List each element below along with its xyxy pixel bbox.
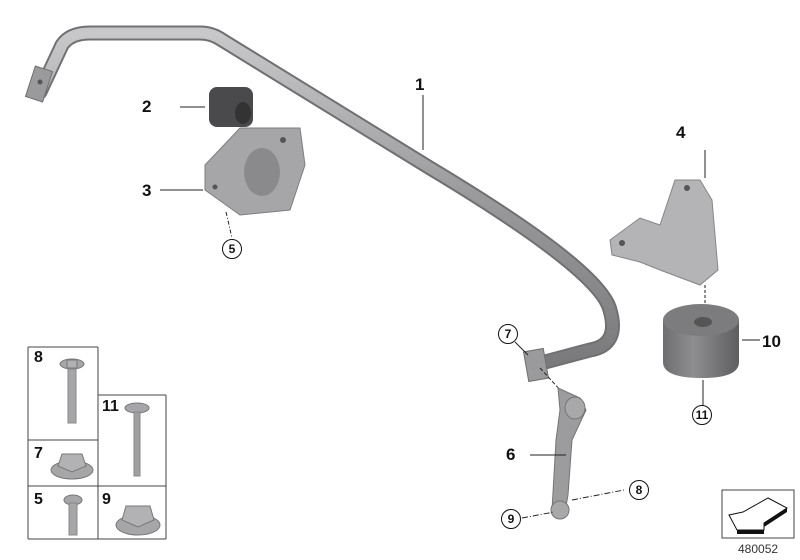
- rubber-mount: [663, 304, 760, 405]
- callout-3: 3: [142, 181, 152, 200]
- fastener-label-5: 5: [34, 491, 43, 508]
- bracket-3: [204, 127, 306, 239]
- fastener-box-art: [27, 346, 167, 540]
- bushing: [209, 87, 253, 127]
- callout-7-circled: 7: [498, 324, 518, 344]
- callout-4: 4: [676, 123, 686, 142]
- callout-10: 10: [762, 332, 781, 351]
- image-id: 480052: [738, 542, 779, 556]
- bracket-4: [609, 150, 719, 310]
- callout-5-circled: 5: [222, 239, 242, 259]
- callout-11-circled: 11: [692, 405, 712, 425]
- callout-9-circled: 9: [501, 509, 521, 529]
- direction-arrow-icon: [721, 489, 795, 539]
- callout-2: 2: [142, 97, 152, 116]
- coupling-link: [514, 341, 625, 520]
- callout-8-circled: 8: [629, 480, 649, 500]
- callout-6: 6: [506, 445, 516, 464]
- fastener-label-8: 8: [34, 349, 43, 366]
- stabilizer-bar: [24, 25, 620, 383]
- callout-1: 1: [415, 75, 425, 94]
- fastener-label-7: 7: [34, 445, 43, 462]
- fastener-label-9: 9: [102, 491, 111, 508]
- fastener-label-11: 11: [102, 398, 119, 415]
